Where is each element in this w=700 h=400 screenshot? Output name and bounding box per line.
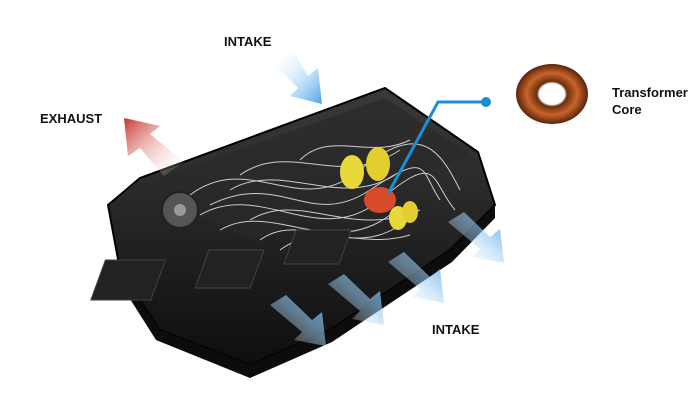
transformer-label-line1: Transformer [612,85,688,100]
exhaust-label: EXHAUST [40,111,103,126]
intake-arrow-top [274,52,322,104]
transformer-callout [386,97,491,195]
heatsink [90,229,352,301]
enclosure [106,86,497,378]
exhaust-arrow [124,118,184,176]
intake-label-bottom: INTAKE [432,322,480,337]
transformer-core-icon [516,64,588,124]
intake-label-top: INTAKE [224,34,272,49]
capacitors [340,147,418,230]
fan-icon [161,191,199,229]
transformer-label-line2: Core [612,102,642,117]
intake-arrows-bottom [270,212,504,346]
transformer-core-label: Transformer Core [612,84,688,118]
